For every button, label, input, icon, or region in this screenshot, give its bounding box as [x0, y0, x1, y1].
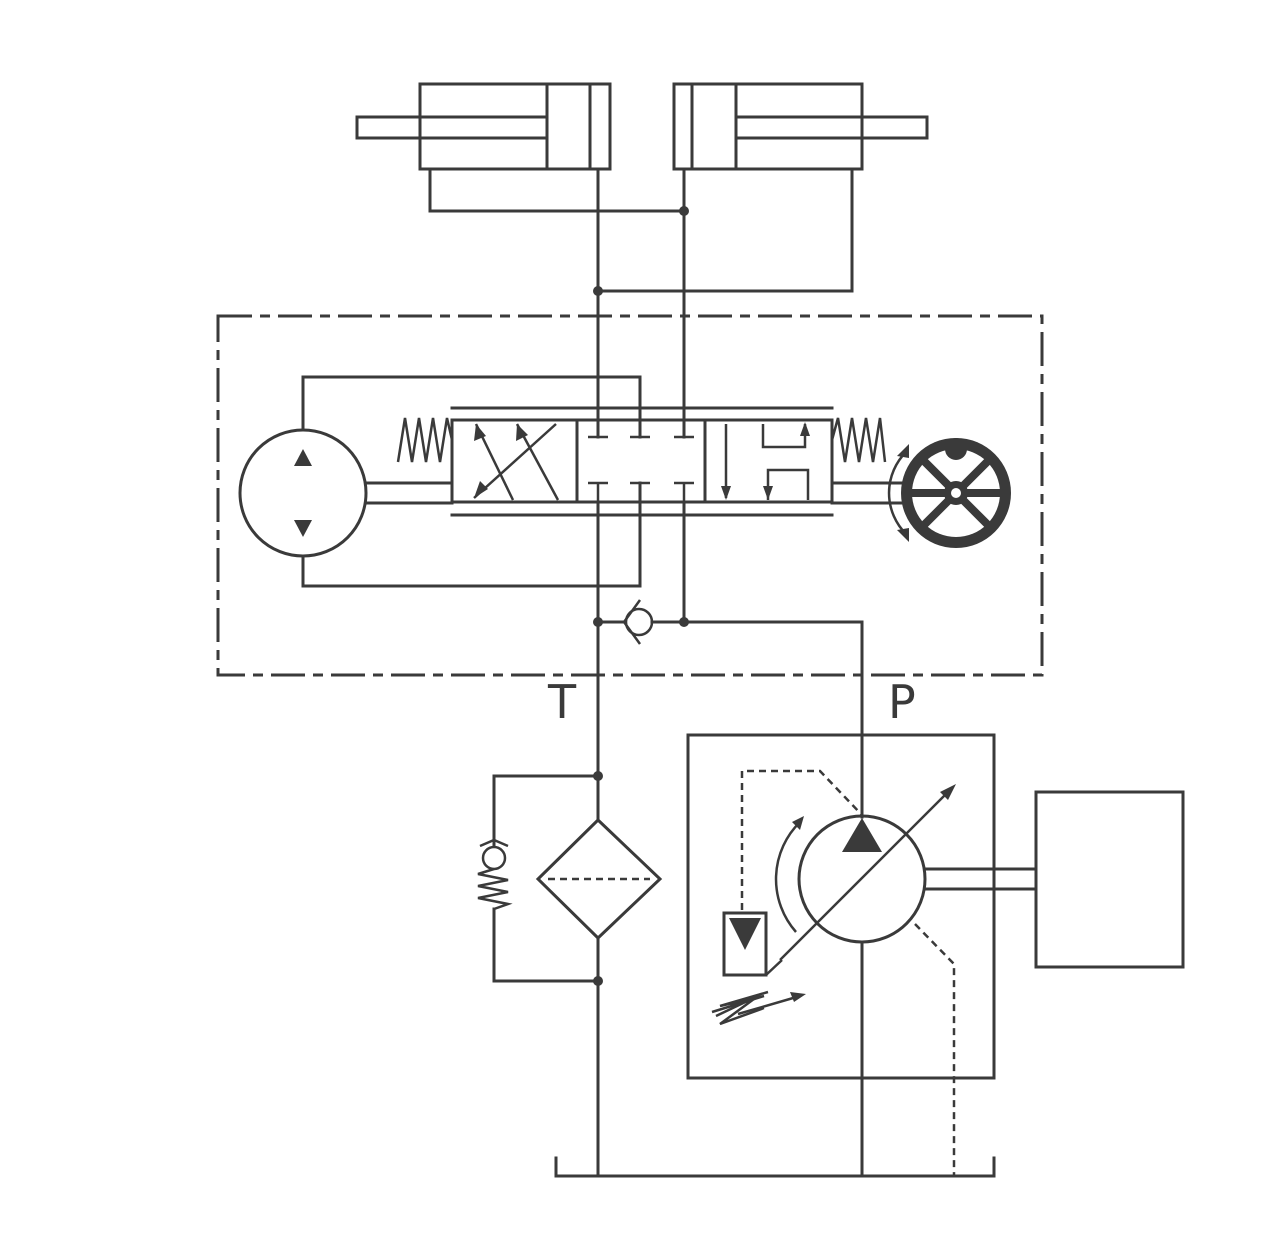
electric-motor — [1034, 790, 1185, 969]
pressure-port-label: P — [888, 675, 916, 729]
directional-control-valve — [450, 406, 834, 517]
steering-unit-boundary — [216, 314, 1044, 677]
return-filter — [535, 817, 663, 941]
reservoir — [554, 1156, 996, 1178]
right-spring — [830, 417, 887, 463]
cylinder-lines — [428, 167, 854, 439]
left-spring — [396, 417, 454, 463]
pump-compensator — [711, 911, 806, 1026]
filter-bypass-valve — [477, 774, 600, 983]
return-line — [593, 620, 603, 1178]
left-cylinder — [355, 82, 612, 171]
right-cylinder — [672, 82, 929, 171]
tank-port-label: T — [547, 675, 577, 729]
pump-unit-boundary — [686, 733, 996, 1080]
pilot-lines — [740, 769, 956, 1176]
unit-check-valve — [593, 500, 864, 645]
steering-wheel — [830, 438, 1011, 548]
variable-displacement-pump — [774, 620, 1038, 1178]
